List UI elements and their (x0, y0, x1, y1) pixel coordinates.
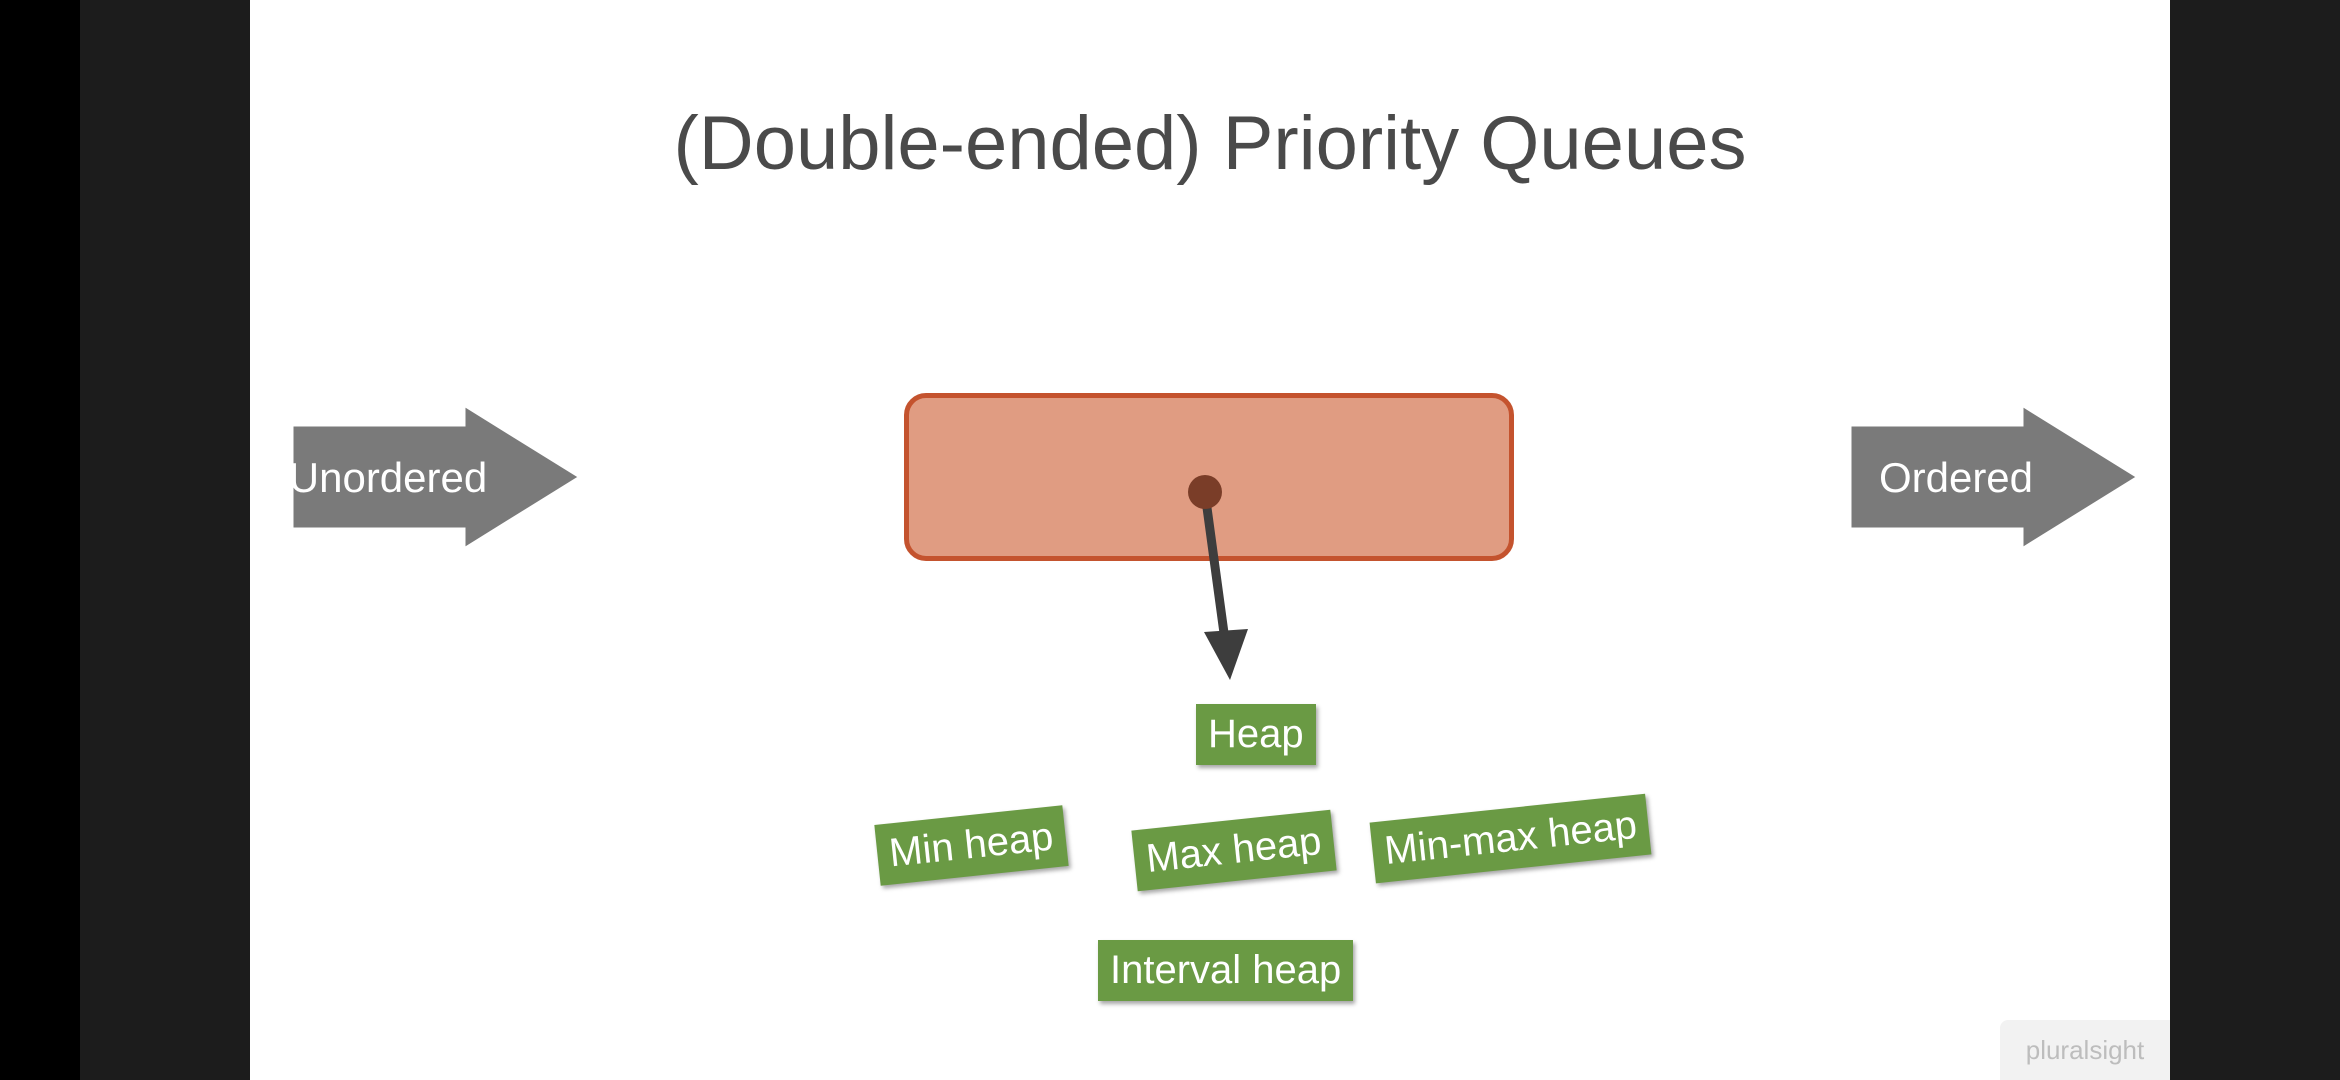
ordered-label: Ordered (1878, 454, 2034, 501)
slide-title: (Double-ended) Priority Queues (673, 101, 1747, 186)
unordered-arrow: Unordered (288, 403, 588, 553)
min-max-heap-tag: Min-max heap (1369, 793, 1652, 884)
left-letterbox (80, 0, 250, 1080)
left-black-bar (0, 0, 80, 1080)
min-heap-tag: Min heap (874, 805, 1069, 886)
priority-queue-box (904, 393, 1514, 561)
ordered-arrow: Ordered (1846, 403, 2146, 553)
pluralsight-watermark: pluralsight (2000, 1020, 2170, 1080)
right-letterbox (2170, 0, 2340, 1080)
presentation-slide: (Double-ended) Priority Queues Unordered… (250, 0, 2170, 1080)
interval-heap-tag: Interval heap (1098, 940, 1354, 1001)
heap-tag: Heap (1196, 704, 1316, 765)
max-heap-tag: Max heap (1131, 809, 1337, 892)
unordered-label: Unordered (288, 454, 488, 501)
